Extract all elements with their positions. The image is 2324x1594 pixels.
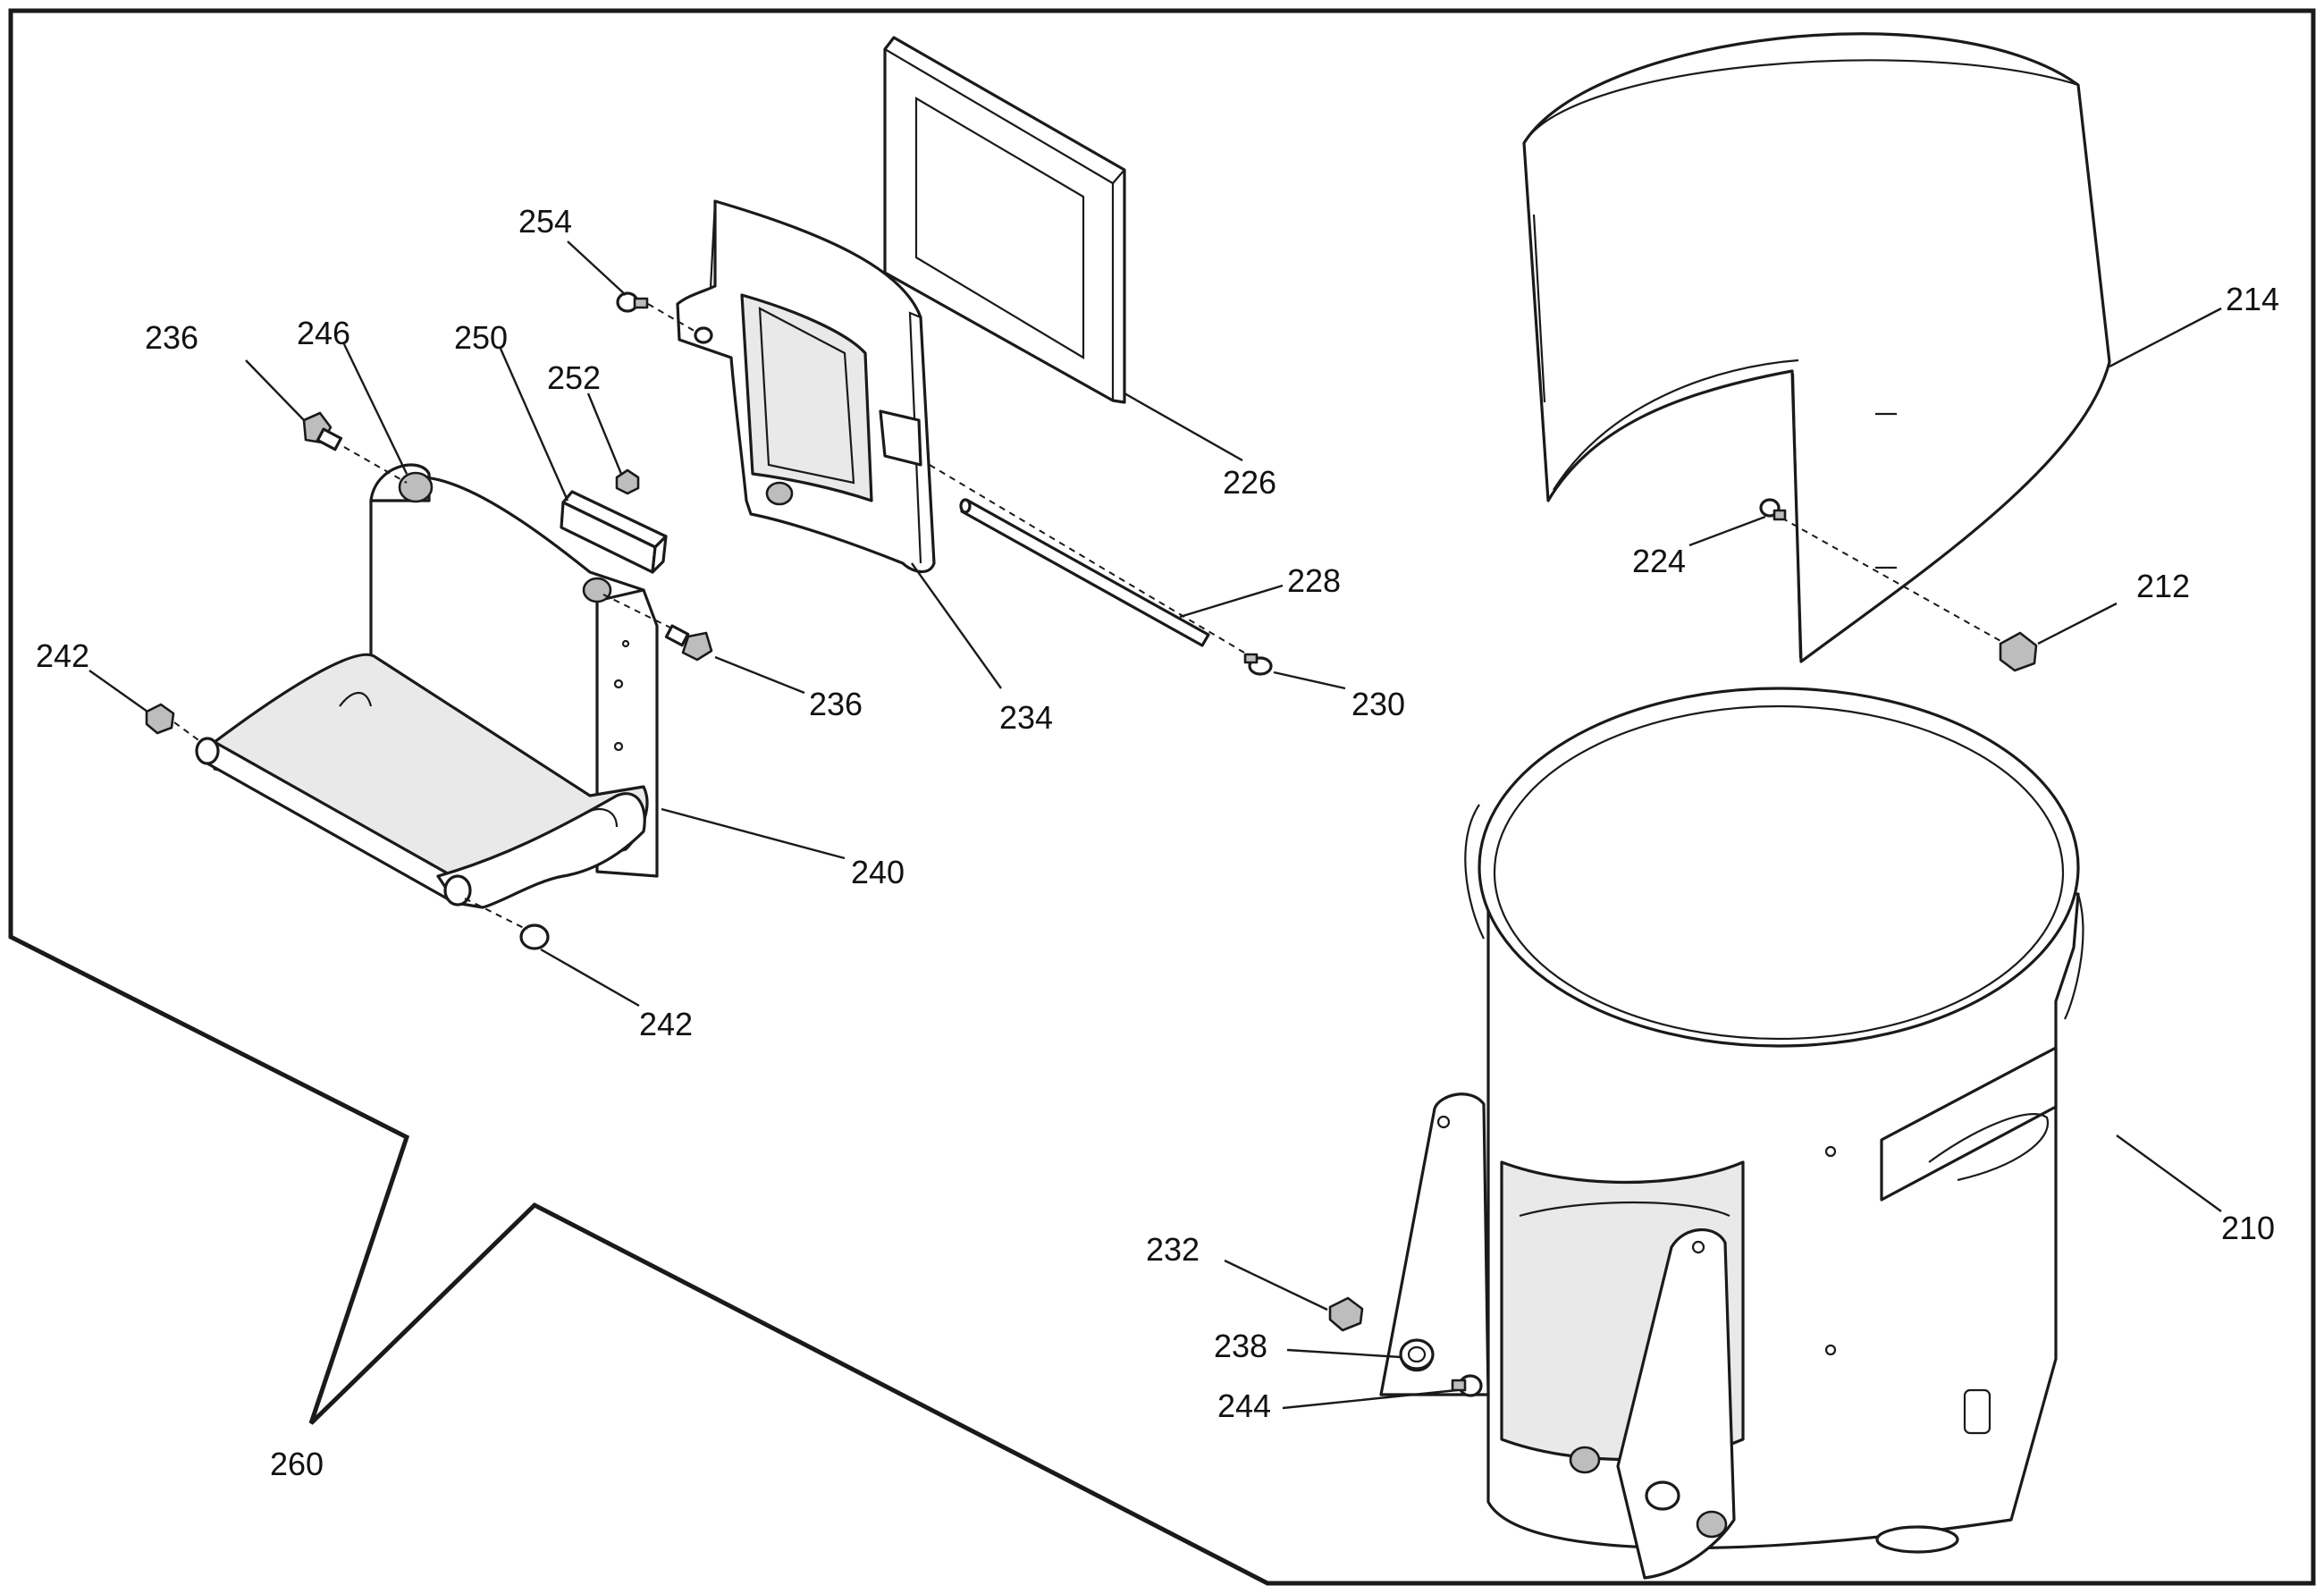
- callout-242-left: 242: [36, 637, 89, 674]
- callout-242-bottom: 242: [639, 1006, 693, 1042]
- part-238-bushing: [1399, 1338, 1435, 1371]
- callout-238: 238: [1214, 1328, 1267, 1364]
- part-234-door-plate: [676, 199, 936, 573]
- part-236-stud-lower: [602, 594, 713, 662]
- callout-228: 228: [1287, 562, 1341, 599]
- callout-246: 246: [297, 315, 350, 351]
- callout-254: 254: [518, 203, 572, 240]
- callout-labels: 210 212 214 224 226 228 230 232 234 236 …: [36, 203, 2279, 1482]
- part-230-screw: [929, 464, 1273, 676]
- callout-260: 260: [270, 1446, 324, 1482]
- part-228-rod: [959, 498, 1210, 647]
- part-232-nut: [1328, 1296, 1364, 1332]
- part-242-cap-bottom: [464, 898, 550, 950]
- callout-234: 234: [999, 699, 1053, 736]
- part-236-stud-upper: [302, 411, 408, 484]
- part-224-screw: [1759, 498, 1787, 521]
- part-242-cap-left: [145, 703, 202, 743]
- part-244-screw: [1451, 1374, 1483, 1397]
- callout-232: 232: [1146, 1231, 1200, 1268]
- callout-252: 252: [547, 359, 601, 396]
- callout-226: 226: [1223, 464, 1276, 501]
- callout-236-lower: 236: [809, 686, 863, 722]
- callout-210: 210: [2221, 1210, 2275, 1246]
- part-254-screw: [616, 291, 698, 333]
- callout-212: 212: [2136, 568, 2190, 604]
- part-250-bracket: [560, 490, 668, 574]
- part-240-chute-assembly: [195, 463, 659, 909]
- callout-236-upper: 236: [145, 319, 198, 356]
- callout-250: 250: [454, 319, 508, 356]
- callout-224: 224: [1632, 543, 1686, 579]
- part-210-main-housing: [1379, 687, 2084, 1580]
- assembly-260-boundary: [8, 8, 2316, 1586]
- callout-244: 244: [1217, 1387, 1271, 1424]
- part-212-nut: [1771, 511, 2038, 672]
- part-214-wrap-panel: [1522, 32, 2111, 663]
- callout-230: 230: [1351, 686, 1405, 722]
- callout-214: 214: [2226, 281, 2279, 317]
- callout-240: 240: [851, 854, 905, 890]
- leader-lines: [88, 240, 2222, 1410]
- part-252-nut: [615, 468, 640, 495]
